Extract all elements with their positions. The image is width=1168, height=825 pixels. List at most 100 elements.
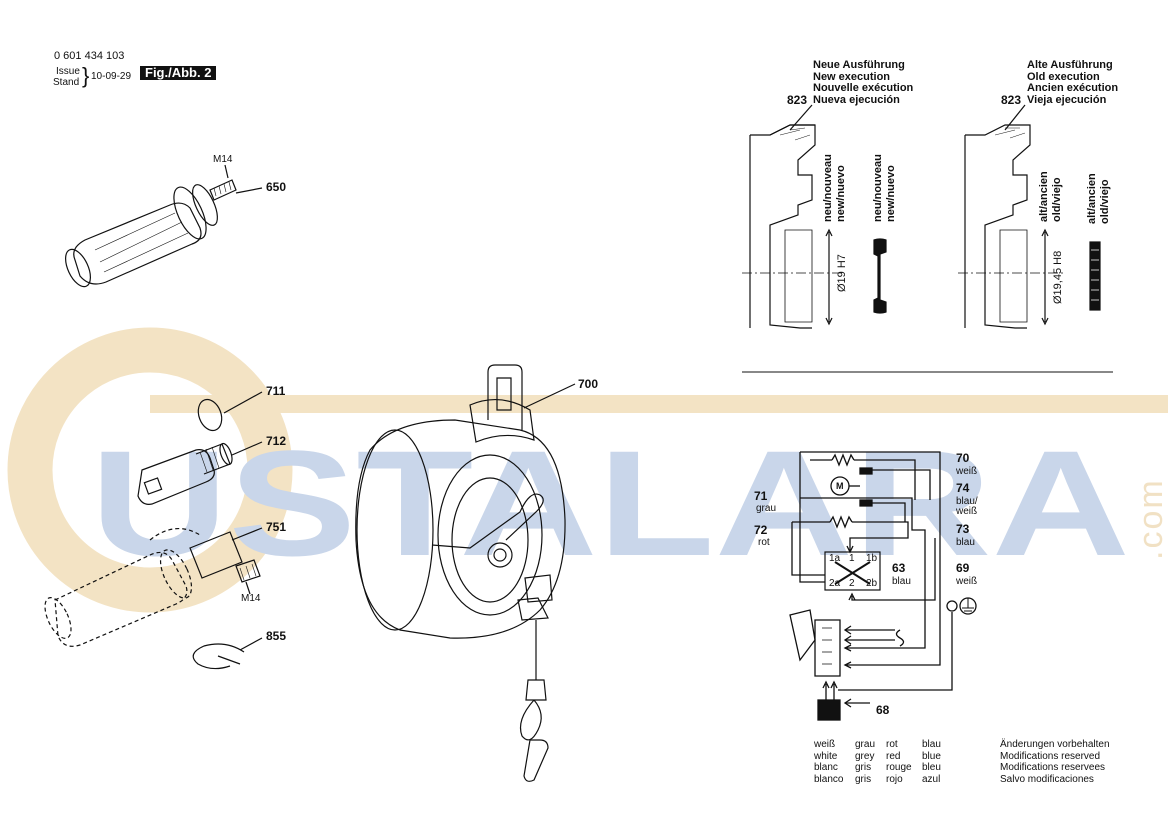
legend-red-fr: rouge	[886, 762, 912, 773]
legend-white-en: white	[814, 750, 838, 762]
old-dimension: Ø19,45 H8	[1052, 250, 1064, 304]
leader-700	[523, 383, 576, 409]
wire-70-number[interactable]: 70	[956, 451, 970, 465]
legend-col-red: rot red rouge rojo	[886, 739, 912, 785]
new-exec-line-4: Nueva ejecución	[813, 93, 900, 106]
clip-855-drawing	[192, 643, 245, 670]
switch-63-color: blau	[892, 576, 911, 587]
wire-74-color-1: blau/	[956, 496, 978, 507]
old-exec-line-2: Old execution	[1027, 70, 1100, 83]
watermark-band	[150, 395, 1168, 413]
legend-white-de: weiß	[814, 739, 836, 750]
wire-69-number[interactable]: 69	[956, 561, 970, 575]
oring-711-drawing	[197, 398, 223, 432]
part-number-823-new[interactable]: 823	[787, 93, 808, 107]
brace: }	[82, 63, 90, 88]
leader-823-new	[789, 104, 813, 131]
old-execution-heading: Alte Ausführung Old execution Ancien exé…	[1027, 59, 1119, 106]
wire-72-number[interactable]: 72	[754, 523, 768, 537]
wire-74-color-2: weiß	[956, 506, 978, 517]
legend-grey-fr: gris	[855, 762, 872, 773]
new-vert-label-a2: new/nuevo	[835, 165, 847, 222]
wire-71-number[interactable]: 71	[754, 489, 768, 503]
part-number-700[interactable]: 700	[578, 377, 599, 391]
handle-751-drawing	[44, 528, 201, 647]
legend-col-blue: blau blue bleu azul	[922, 739, 941, 785]
watermark-ring	[7, 327, 293, 613]
switch-terminal-2a: 2a	[829, 578, 841, 589]
leader-m14-bottom	[245, 581, 251, 595]
part-number-855[interactable]: 855	[266, 629, 287, 643]
stand-label: Stand	[53, 77, 80, 88]
leader-650	[235, 187, 263, 194]
legend-red-en: red	[886, 750, 901, 762]
handle-650-drawing	[65, 179, 237, 288]
wire-73-number[interactable]: 73	[956, 522, 970, 536]
new-dimension: Ø19 H7	[836, 254, 848, 292]
modifications-reserved: Änderungen vorbehalten Modifications res…	[1000, 739, 1110, 785]
part-number-711[interactable]: 711	[266, 384, 286, 398]
motor-symbol-label: M	[836, 481, 844, 491]
wiring-diagram	[789, 451, 977, 721]
leader-823-old	[1004, 104, 1026, 131]
watermark-letters: USTALARA	[90, 419, 1130, 587]
legend-grey-es: gris	[855, 773, 872, 785]
section-new	[742, 124, 887, 329]
thread-label-m14-bottom: M14	[241, 593, 261, 604]
reserved-de: Änderungen vorbehalten	[1000, 739, 1110, 750]
switch-terminal-1a: 1a	[829, 553, 841, 564]
part-number-751[interactable]: 751	[266, 520, 287, 534]
legend-grey-en: grey	[855, 750, 875, 762]
old-exec-line-3: Ancien exécution	[1027, 82, 1119, 94]
old-vert-label-b1: alt/ancien	[1086, 173, 1098, 224]
switch-terminal-2b: 2b	[866, 578, 878, 589]
issue-label: Issue	[56, 66, 80, 77]
reserved-en: Modifications reserved	[1000, 750, 1101, 762]
plug-68-number[interactable]: 68	[876, 703, 890, 717]
new-exec-line-1: Neue Ausführung	[813, 59, 905, 71]
wire-74-number[interactable]: 74	[956, 481, 970, 495]
wire-71-color: grau	[756, 503, 777, 514]
figure-label: Fig./Abb. 2	[140, 66, 217, 80]
new-exec-line-2: New execution	[813, 70, 891, 83]
legend-col-grey: grau grey gris gris	[855, 739, 875, 785]
new-exec-line-3: Nouvelle exécution	[813, 82, 914, 94]
old-vert-label-a2: old/viejo	[1051, 177, 1063, 222]
wire-73-color: blau	[956, 537, 975, 548]
issue-date: 10-09-29	[91, 71, 132, 82]
new-vert-label-a1: neu/nouveau	[822, 154, 834, 222]
switch-terminal-1: 1	[849, 553, 855, 564]
wire-72-color: rot	[758, 537, 770, 548]
leader-m14-top	[224, 164, 229, 179]
switch-terminal-1b: 1b	[866, 553, 878, 564]
leader-855	[239, 637, 263, 651]
leader-751	[231, 527, 263, 541]
new-vert-label-b2: new/nuevo	[885, 165, 897, 222]
legend-blue-en: blue	[922, 750, 941, 762]
legend-blue-es: azul	[922, 773, 941, 785]
adapter-712-drawing	[137, 442, 233, 505]
old-exec-line-4: Vieja ejecución	[1027, 93, 1107, 106]
legend-red-de: rot	[886, 739, 898, 750]
old-exec-line-1: Alte Ausführung	[1027, 59, 1113, 71]
balancer-700-drawing	[355, 364, 566, 782]
wire-69-color: weiß	[956, 576, 978, 587]
handle-751-mount	[189, 531, 261, 583]
legend-grey-de: grau	[855, 739, 876, 750]
thread-label-m14-top: M14	[213, 154, 233, 165]
reserved-fr: Modifications reservees	[1000, 762, 1106, 773]
switch-63-number[interactable]: 63	[892, 561, 906, 575]
part-number-823-old[interactable]: 823	[1001, 93, 1022, 107]
switch-terminal-2: 2	[849, 578, 855, 589]
old-vert-label-a1: alt/ancien	[1038, 171, 1050, 222]
part-number-712[interactable]: 712	[266, 434, 287, 448]
wire-70-color: weiß	[956, 466, 978, 477]
leader-712	[231, 441, 263, 456]
new-execution-heading: Neue Ausführung New execution Nouvelle e…	[813, 59, 914, 106]
legend-blue-fr: bleu	[922, 762, 941, 773]
legend-col-white: weiß white blanc blanco	[814, 739, 843, 785]
legend-blue-de: blau	[922, 739, 941, 750]
part-number-650[interactable]: 650	[266, 180, 287, 194]
